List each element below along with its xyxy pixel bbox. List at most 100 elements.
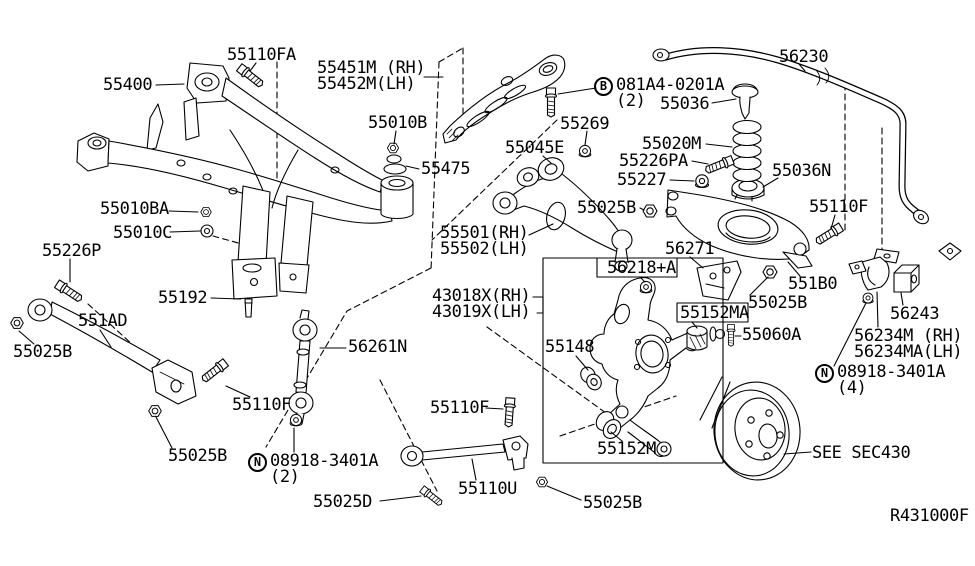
part-label-text: 55036N — [772, 161, 832, 181]
part-label-text: 55025B — [168, 446, 228, 466]
part-label-55400: 55400 — [103, 75, 153, 95]
part-label-55036N: 55036N — [772, 161, 832, 181]
part-label-SEE-SEC430: SEE SEC430 — [812, 443, 911, 463]
part-label-text: 55025B — [583, 493, 643, 513]
part-label-text: 081A4-0201A(2) — [616, 75, 725, 111]
part-label-text: 55110U — [458, 479, 518, 499]
part-label-text: 55025B — [13, 342, 73, 362]
part-label-text: 55110F — [430, 398, 490, 418]
part-label-55110F-bottomcenter: 55110F — [430, 398, 490, 418]
part-label-56218+A: 56218+A — [607, 258, 676, 278]
part-label-text: 55110FA — [227, 45, 296, 65]
part-label-text: 55110F — [232, 395, 292, 415]
part-label-text: 55036 — [660, 94, 710, 114]
knuckle-drawing — [580, 277, 731, 458]
bracket-56234M-drawing — [848, 248, 900, 291]
part-label-55152MA: 55152MA — [680, 303, 749, 323]
part-label-55025B-upper: 55025B — [577, 198, 637, 218]
bump-stop-drawing — [731, 83, 759, 120]
upper-arm-drawing — [492, 157, 633, 272]
part-label-text: 55152MA — [680, 303, 749, 323]
part-label-text: 55148 — [545, 337, 595, 357]
part-label-text: 56271 — [665, 239, 715, 259]
part-label-55025D: 55025D — [313, 494, 372, 511]
stabilizer-washer-drawing — [938, 242, 962, 261]
part-label-55010C: 55010C — [113, 225, 172, 242]
lower-rod-drawing — [400, 435, 529, 471]
part-label-text: SEE SEC430 — [812, 443, 911, 463]
part-label-55060A: 55060A — [742, 325, 802, 345]
part-label-text: 56234M (RH)56234MA(LH) — [854, 326, 963, 362]
part-label-text: R431000F — [890, 506, 969, 526]
part-label-55269: 55269 — [560, 114, 610, 134]
part-label-55227: 55227 — [617, 170, 667, 190]
part-label-text: 55060A — [742, 325, 802, 345]
callout-boxes — [542, 257, 749, 464]
part-label-text: 55152M — [597, 439, 657, 459]
part-label-55192: 55192 — [158, 288, 208, 308]
part-label-text: 55020M — [642, 134, 702, 154]
circled-B-icon: B — [594, 77, 613, 96]
part-label-text: 55400 — [103, 75, 153, 95]
part-label-text: 55227 — [617, 170, 667, 190]
part-label-text: 55025B — [577, 198, 637, 218]
circled-N-icon: N — [815, 364, 834, 383]
part-label-55045E: 55045E — [505, 138, 565, 158]
part-label-text: 55226P — [42, 241, 102, 261]
part-label-55152M: 55152M — [597, 439, 657, 459]
part-label-56243: 56243 — [890, 304, 940, 324]
part-label-text: 55025B — [748, 293, 808, 313]
part-label-56261N: 56261N — [348, 337, 408, 357]
part-label-55025B-bottom: 55025B — [583, 493, 643, 513]
part-label-55025B-lowerleft: 55025B — [168, 446, 228, 466]
part-label-text: 55501(RH)55502(LH) — [440, 223, 529, 259]
part-label-text: 55045E — [505, 138, 565, 158]
part-label-text: 56243 — [890, 304, 940, 324]
circled-N-icon: N — [248, 453, 267, 472]
part-label-55010B: 55010B — [368, 113, 428, 133]
part-label-text: 55192 — [158, 288, 208, 308]
part-label-text: 56261N — [348, 337, 408, 357]
part-label-55025B-left: 55025B — [13, 342, 73, 362]
part-label-551AD: 551AD — [78, 311, 128, 331]
part-label-text: 551B0 — [788, 274, 838, 294]
part-label-55226PA: 55226PA — [619, 153, 688, 170]
brake-rotor-drawing — [713, 381, 801, 481]
part-label-43018X: 43018X(RH)43019X(LH) — [432, 288, 531, 321]
part-label-55475: 55475 — [421, 161, 471, 178]
bracket-56271-drawing — [696, 260, 742, 301]
part-label-55110FA: 55110FA — [227, 45, 296, 65]
part-label-text: 08918-3401A(2) — [270, 451, 379, 487]
part-label-56230: 56230 — [779, 49, 829, 66]
mount-plate-drawing — [442, 54, 566, 144]
part-label-55451M: 55451M (RH)55452M(LH) — [317, 58, 426, 94]
part-label-55226P: 55226P — [42, 241, 102, 261]
leader-lines — [18, 62, 904, 502]
part-label-R431000F: R431000F — [890, 506, 969, 526]
part-label-text: 55269 — [560, 114, 610, 134]
part-label-text: 551AD — [78, 311, 128, 331]
part-label-text: 55451M (RH)55452M(LH) — [317, 58, 426, 94]
part-label-56234M: 56234M (RH)56234MA(LH) — [854, 326, 963, 362]
part-label-text: 08918-3401A(4) — [837, 362, 946, 398]
part-label-55110F-right: 55110F — [809, 199, 868, 216]
lower-arm-drawing — [665, 189, 813, 269]
bushing-56243-drawing — [893, 264, 920, 293]
part-label-55010BA: 55010BA — [100, 199, 169, 219]
spring-seat-drawing — [731, 178, 765, 202]
part-label-text: 56218+A — [607, 258, 676, 278]
part-label-text: 55010B — [368, 113, 428, 133]
part-label-55110F-bottomleft: 55110F — [232, 395, 292, 415]
part-label-text: 55010BA — [100, 199, 169, 219]
part-label-55025B-right: 55025B — [748, 293, 808, 313]
coil-spring-drawing — [732, 119, 762, 183]
part-label-551B0: 551B0 — [788, 274, 838, 294]
part-label-55501: 55501(RH)55502(LH) — [440, 223, 529, 259]
part-label-55036: 55036 — [660, 94, 710, 114]
